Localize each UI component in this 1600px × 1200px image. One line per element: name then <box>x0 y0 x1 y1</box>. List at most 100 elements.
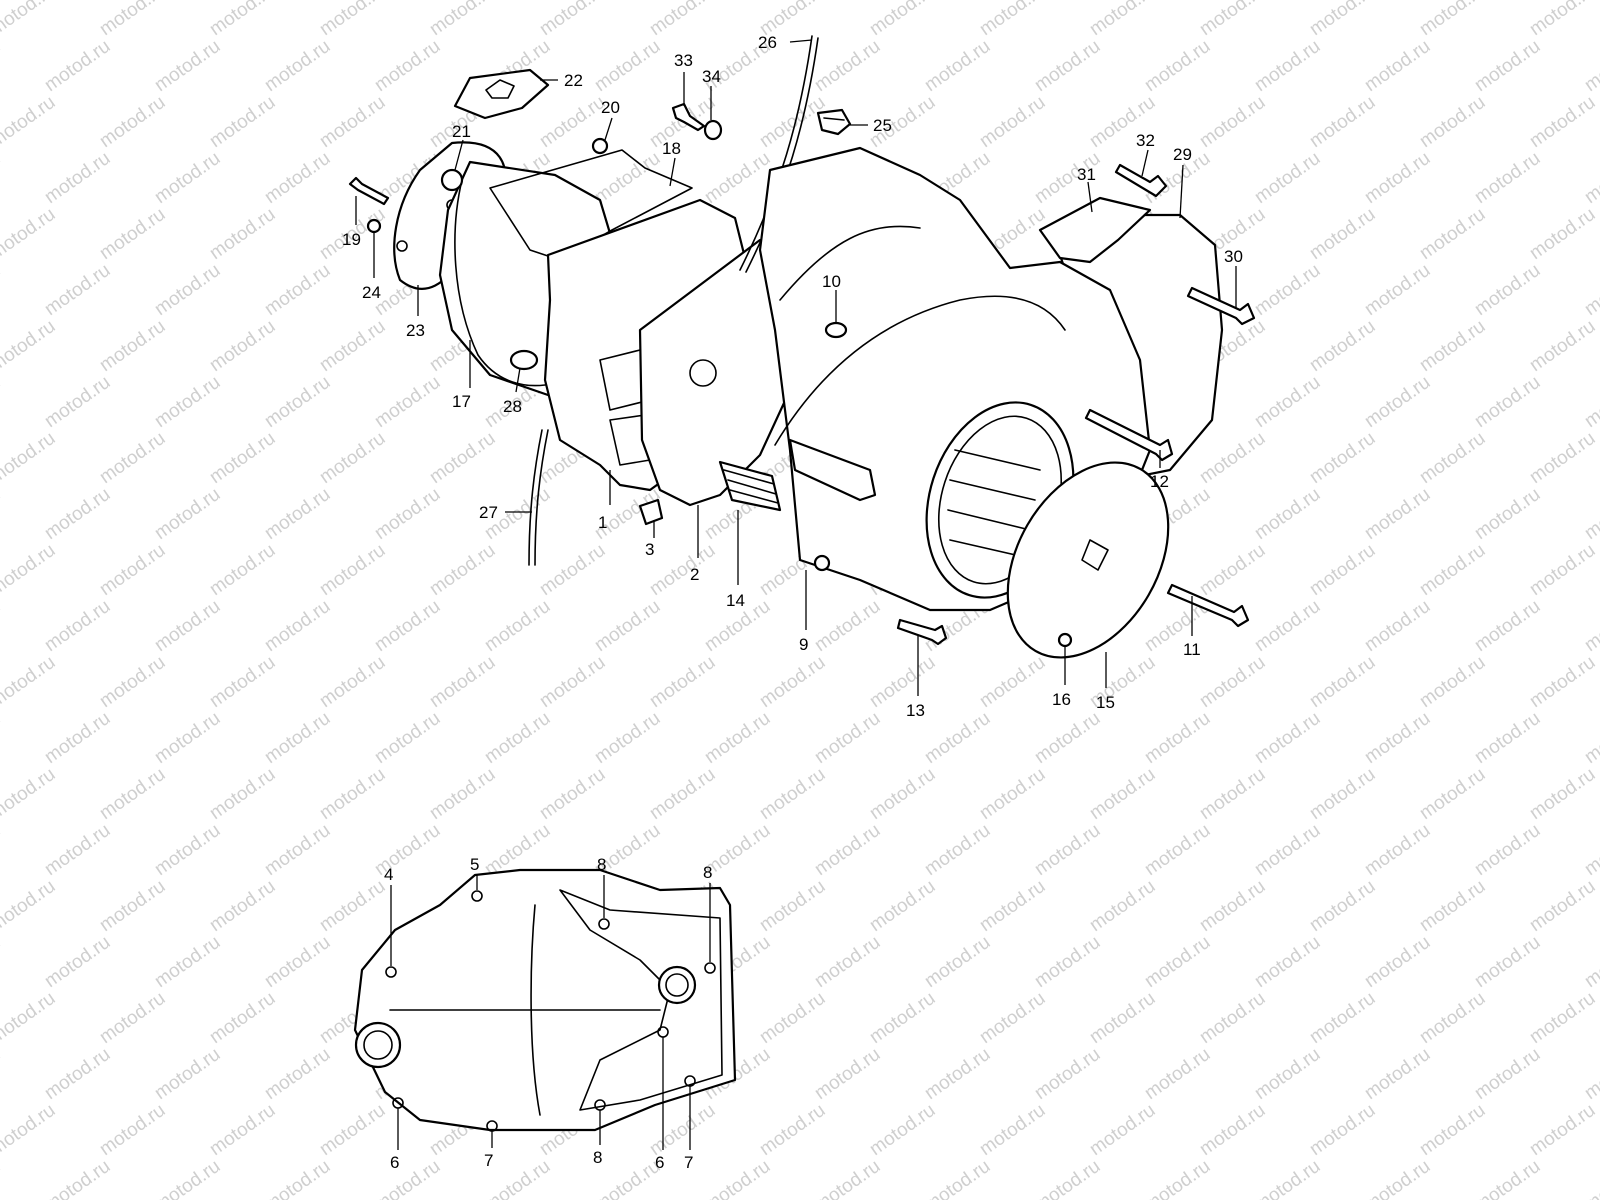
callout-7a: 7 <box>484 1151 493 1170</box>
watermark-text: motod.ru <box>316 92 389 152</box>
watermark-text: motod.ru <box>1416 204 1489 264</box>
watermark-text: motod.ru <box>756 764 829 824</box>
watermark-text: motod.ru <box>646 0 719 40</box>
watermark-text: motod.ru <box>1471 932 1544 992</box>
lower-cover-frame <box>559 889 723 1111</box>
watermark-text: motod.ru <box>151 820 224 880</box>
watermark-text: motod.ru <box>1526 204 1599 264</box>
watermark-text: motod.ru <box>151 36 224 96</box>
watermark-text: motod.ru <box>41 596 114 656</box>
callout-8c: 8 <box>593 1148 602 1167</box>
callout-29: 29 <box>1173 145 1192 164</box>
watermark-text: motod.ru <box>1086 988 1159 1048</box>
watermark-text: motod.ru <box>1031 932 1104 992</box>
leader-21 <box>454 139 464 171</box>
watermark-text: motod.ru <box>1141 820 1214 880</box>
watermark-text: motod.ru <box>151 372 224 432</box>
watermark-text: motod.ru <box>0 708 4 768</box>
watermark-text: motod.ru <box>206 92 279 152</box>
watermark-text: motod.ru <box>756 1100 829 1160</box>
callout-1: 1 <box>598 513 607 532</box>
watermark-text: motod.ru <box>151 484 224 544</box>
watermark-text: motod.ru <box>1471 36 1544 96</box>
watermark-text: motod.ru <box>1361 1156 1434 1200</box>
watermark-text: motod.ru <box>1141 932 1214 992</box>
watermark-text: motod.ru <box>371 596 444 656</box>
watermark-text: motod.ru <box>536 540 609 600</box>
part-28-plug <box>509 349 539 371</box>
part-27-hose <box>534 429 549 566</box>
watermark-text: motod.ru <box>1471 820 1544 880</box>
watermark-text: motod.ru <box>1196 540 1269 600</box>
lower-cover-boss-inner <box>665 973 689 997</box>
watermark-text: motod.ru <box>1526 0 1599 40</box>
watermark-text: motod.ru <box>1526 428 1599 488</box>
watermark-text: motod.ru <box>96 764 169 824</box>
watermark-text: motod.ru <box>0 988 59 1048</box>
watermark-text: motod.ru <box>1581 36 1600 96</box>
leader-20 <box>604 117 613 141</box>
watermark-text: motod.ru <box>206 204 279 264</box>
lower-cover-boss-inner <box>363 1030 393 1060</box>
callout-6a: 6 <box>390 1153 399 1172</box>
watermark-text: motod.ru <box>1471 148 1544 208</box>
watermark-text: motod.ru <box>316 428 389 488</box>
callout-13: 13 <box>906 701 925 720</box>
watermark-text: motod.ru <box>1251 1156 1324 1200</box>
watermark-text: motod.ru <box>316 1100 389 1160</box>
part-3-dowel <box>638 498 664 526</box>
watermark-text: motod.ru <box>41 36 114 96</box>
watermark-text: motod.ru <box>1031 1044 1104 1104</box>
watermark-text: motod.ru <box>1306 92 1379 152</box>
callout-22: 22 <box>564 71 583 90</box>
bolts <box>348 102 1256 646</box>
watermark-text: motod.ru <box>206 988 279 1048</box>
watermark-text: motod.ru <box>261 932 334 992</box>
callout-2: 2 <box>690 565 699 584</box>
watermark-text: motod.ru <box>1416 428 1489 488</box>
watermark-text: motod.ru <box>1361 596 1434 656</box>
cover-contour <box>779 225 921 301</box>
watermark-text: motod.ru <box>1471 484 1544 544</box>
watermark-text: motod.ru <box>0 596 4 656</box>
watermark-text: motod.ru <box>151 1156 224 1200</box>
watermark-text: motod.ru <box>481 596 554 656</box>
watermark-text: motod.ru <box>866 0 939 40</box>
callout-15: 15 <box>1096 693 1115 712</box>
watermark-text: motod.ru <box>1361 820 1434 880</box>
watermark-text: motod.ru <box>426 652 499 712</box>
callout-14: 14 <box>726 591 745 610</box>
watermark-text: motod.ru <box>0 148 4 208</box>
watermark-text: motod.ru <box>921 820 994 880</box>
watermark-text: motod.ru <box>591 148 664 208</box>
lower-side-cover <box>353 868 737 1132</box>
watermark-text: motod.ru <box>1251 36 1324 96</box>
part-31-bracket <box>1038 196 1152 264</box>
watermark-text: motod.ru <box>1086 876 1159 936</box>
watermark-text: motod.ru <box>261 260 334 320</box>
watermark-text: motod.ru <box>866 652 939 712</box>
watermark-text: motod.ru <box>1526 988 1599 1048</box>
watermark-text: motod.ru <box>96 0 169 40</box>
watermark-text: motod.ru <box>371 1156 444 1200</box>
watermark-text: motod.ru <box>151 148 224 208</box>
watermark-text: motod.ru <box>811 932 884 992</box>
watermark-text: motod.ru <box>96 428 169 488</box>
leader-26 <box>789 39 813 43</box>
watermark-text: motod.ru <box>1251 372 1324 432</box>
callout-20: 20 <box>601 98 620 117</box>
leader-29 <box>1179 164 1184 219</box>
watermark-text: motod.ru <box>1141 36 1214 96</box>
callout-33: 33 <box>674 51 693 70</box>
watermark-text: motod.ru <box>976 764 1049 824</box>
callout-28: 28 <box>503 397 522 416</box>
part-10-breather <box>824 321 848 339</box>
callout-21: 21 <box>452 122 471 141</box>
callout-19: 19 <box>342 230 361 249</box>
watermark-text: motod.ru <box>1416 876 1489 936</box>
watermark-text: motod.ru <box>206 428 279 488</box>
leader-31 <box>1087 181 1093 213</box>
watermark-text: motod.ru <box>701 1156 774 1200</box>
watermark-text: motod.ru <box>41 1044 114 1104</box>
watermark-text: motod.ru <box>1581 596 1600 656</box>
